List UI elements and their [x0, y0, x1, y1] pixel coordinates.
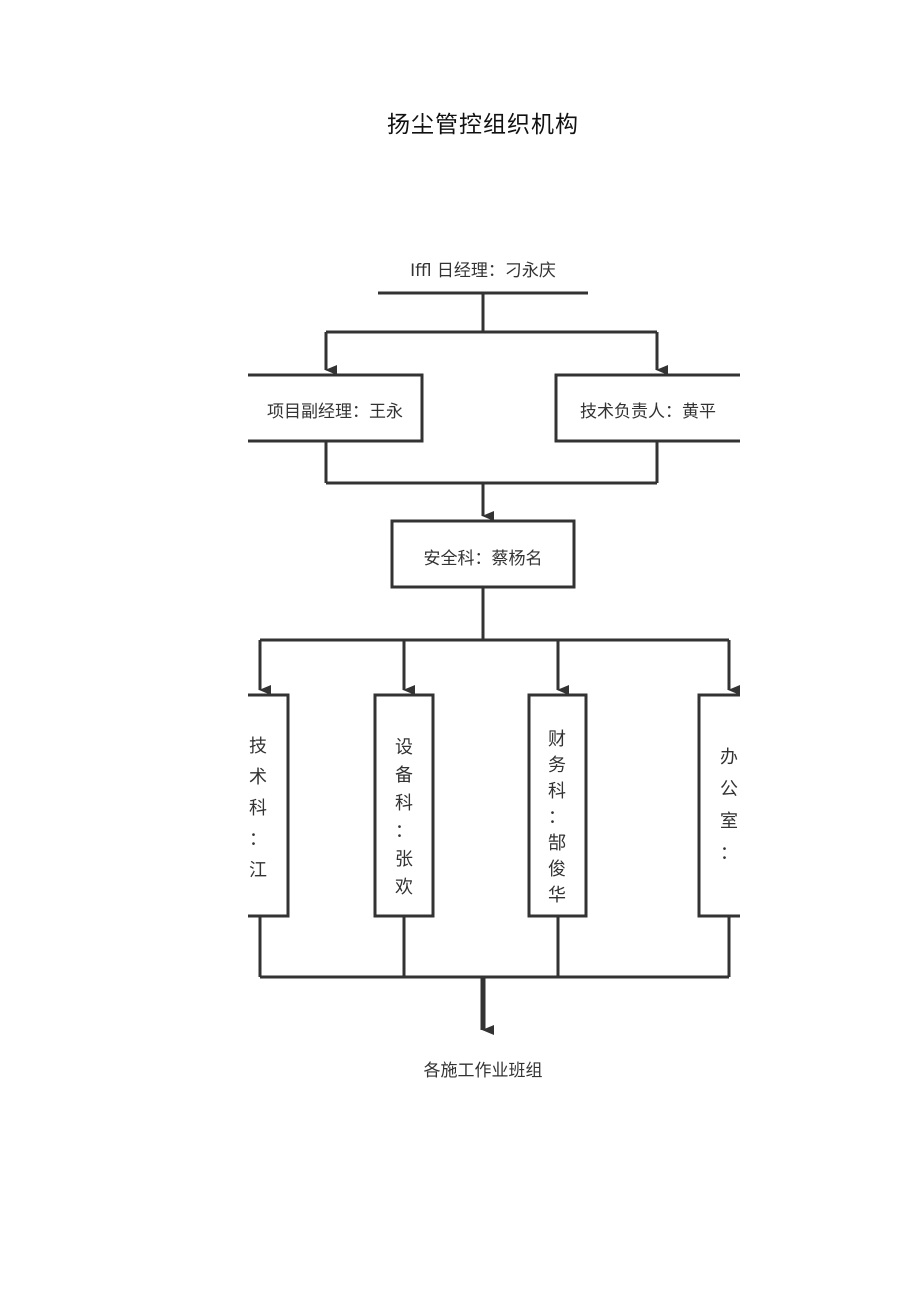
page-title: 扬尘管控组织机构: [387, 112, 579, 138]
equip-dept-label: 设 备 科 ： 张 欢: [395, 737, 413, 898]
manager-label: Iffl 日经理：刁永庆: [410, 261, 556, 281]
finance-dept-label: 财 务 科 ： 郜 俊 华: [548, 729, 566, 906]
safety-label: 安全科：蔡杨名: [423, 549, 543, 569]
tech-lead-box: [554, 373, 740, 443]
deputy-label: 项目副经理：王永: [267, 402, 403, 422]
deputy-box: [248, 373, 424, 443]
tech-lead-label: 技术负责人：黄平: [580, 402, 716, 422]
office-box: [697, 693, 740, 918]
office-label: 办 公 室 ：: [720, 747, 738, 864]
teams-label: 各施工作业班组: [423, 1061, 543, 1081]
tech-dept-box: [248, 693, 290, 918]
tech-dept-label: 技 术 科 ： 江: [249, 736, 267, 881]
